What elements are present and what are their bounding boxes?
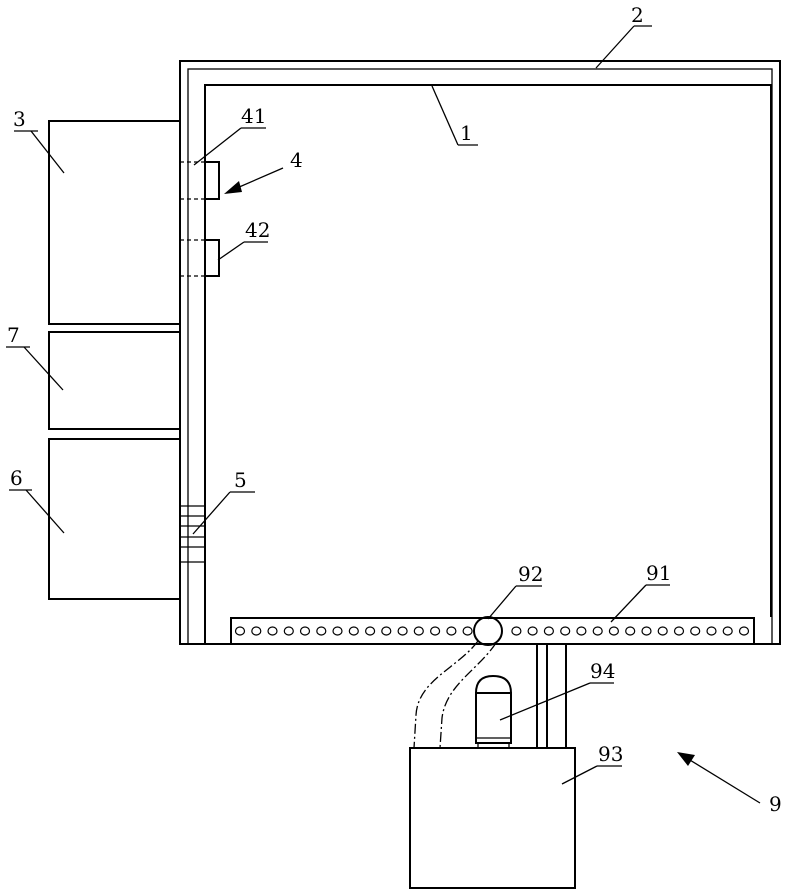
bar-hole [561,627,570,635]
bar-hole [317,627,326,635]
box-6 [49,439,180,599]
pipes [414,641,496,748]
bar-hole [707,627,716,635]
bar-hole [252,627,261,635]
bar-hole [512,627,521,635]
bar-hole [658,627,667,635]
box-7 [49,332,180,429]
bar-hole [382,627,391,635]
support-posts [537,644,566,748]
label-91: 91 [646,561,671,585]
bar-hole [301,627,310,635]
label-1: 1 [460,121,473,145]
label-42: 42 [245,218,270,242]
bar-hole [236,627,245,635]
component-5 [180,506,205,562]
bar-hole [528,627,537,635]
bar-hole [431,627,440,635]
label-92: 92 [518,562,543,586]
bar-hole [366,627,375,635]
bar-hole [691,627,700,635]
label-6: 6 [10,466,23,490]
bar-hole [414,627,423,635]
bar-hole [593,627,602,635]
bar-hole [675,627,684,635]
fitting-92 [474,617,502,645]
bar-hole [642,627,651,635]
component-42 [180,240,219,276]
bar-hole [447,627,456,635]
bar-hole [333,627,342,635]
label-4: 4 [290,148,303,172]
component-41 [180,162,219,199]
bar-hole [577,627,586,635]
bar-hole [268,627,277,635]
perforated-bar-91 [231,618,754,644]
bar-holes [236,627,749,635]
bar-hole [723,627,732,635]
bar-hole [398,627,407,635]
leader-lines [6,26,670,784]
bar-hole [609,627,618,635]
reference-labels: 2 1 3 41 4 42 7 6 5 92 91 94 93 9 [7,3,782,816]
label-93: 93 [598,742,623,766]
bar-hole [349,627,358,635]
label-9: 9 [769,792,782,816]
label-94: 94 [590,659,615,683]
bar-hole [463,627,472,635]
outer-housing [180,61,780,644]
bar-hole [284,627,293,635]
motor-94 [476,676,511,748]
label-41: 41 [241,104,266,128]
box-3 [49,121,180,324]
label-3: 3 [13,107,26,131]
arrows [224,168,760,803]
bar-hole [626,627,635,635]
label-7: 7 [7,323,20,347]
bar-hole [740,627,749,635]
box-93 [410,748,575,888]
label-2: 2 [631,3,644,27]
bar-hole [544,627,553,635]
label-5: 5 [234,468,247,492]
